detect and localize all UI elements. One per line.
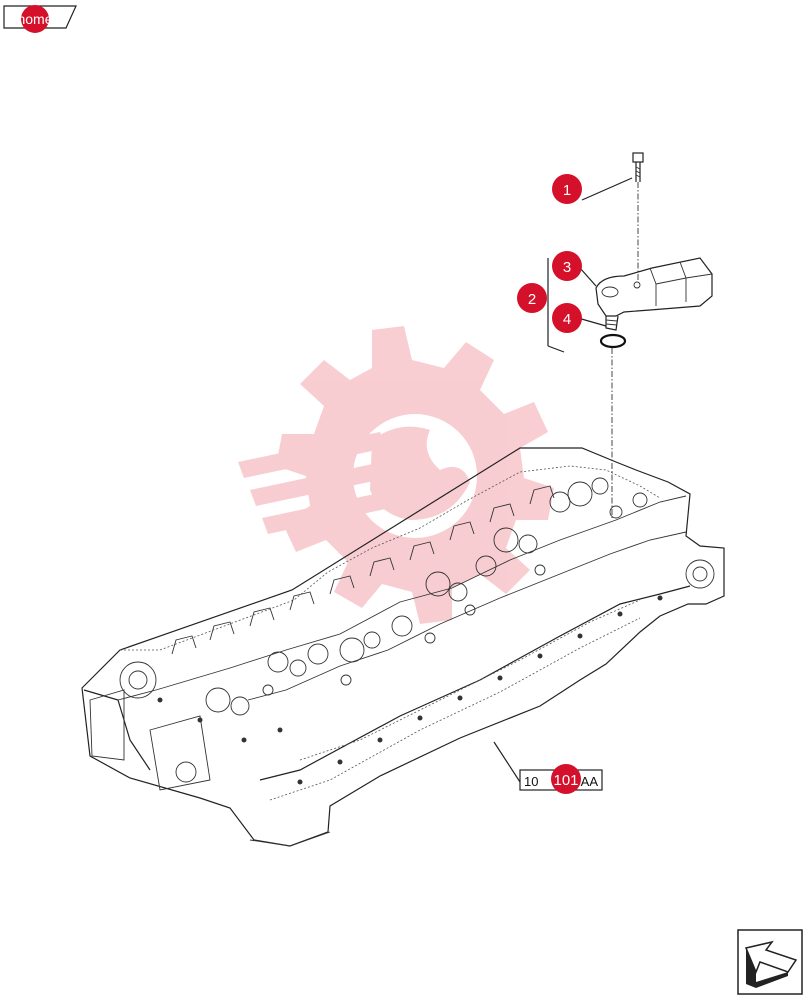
home-button[interactable]: home (3, 5, 77, 33)
callout-2[interactable]: 2 (517, 283, 547, 313)
callout-4-label: 4 (563, 311, 571, 328)
reference-badge: 101 (553, 772, 578, 789)
cylinder-head-drawing (81, 447, 725, 847)
callout-2-label: 2 (528, 291, 536, 308)
group-bracket (547, 258, 565, 353)
callout-4[interactable]: 4 (552, 303, 582, 333)
reference-link[interactable]: 10 AA 101 (519, 764, 603, 794)
callout-3-label: 3 (563, 259, 571, 276)
pressure-sensor-part (595, 257, 713, 331)
callout-3[interactable]: 3 (552, 251, 582, 281)
callout-1[interactable]: 1 (552, 174, 582, 204)
reference-suffix: AA (581, 774, 599, 789)
home-label: home (17, 11, 52, 27)
callout-leaders (577, 177, 633, 327)
reference-prefix: 10 (524, 774, 538, 789)
o-ring-part (599, 333, 627, 518)
bolt-part (632, 152, 644, 280)
watermark-logo (238, 326, 554, 624)
callout-1-label: 1 (563, 182, 571, 199)
next-page-arrow-icon[interactable] (737, 929, 803, 995)
